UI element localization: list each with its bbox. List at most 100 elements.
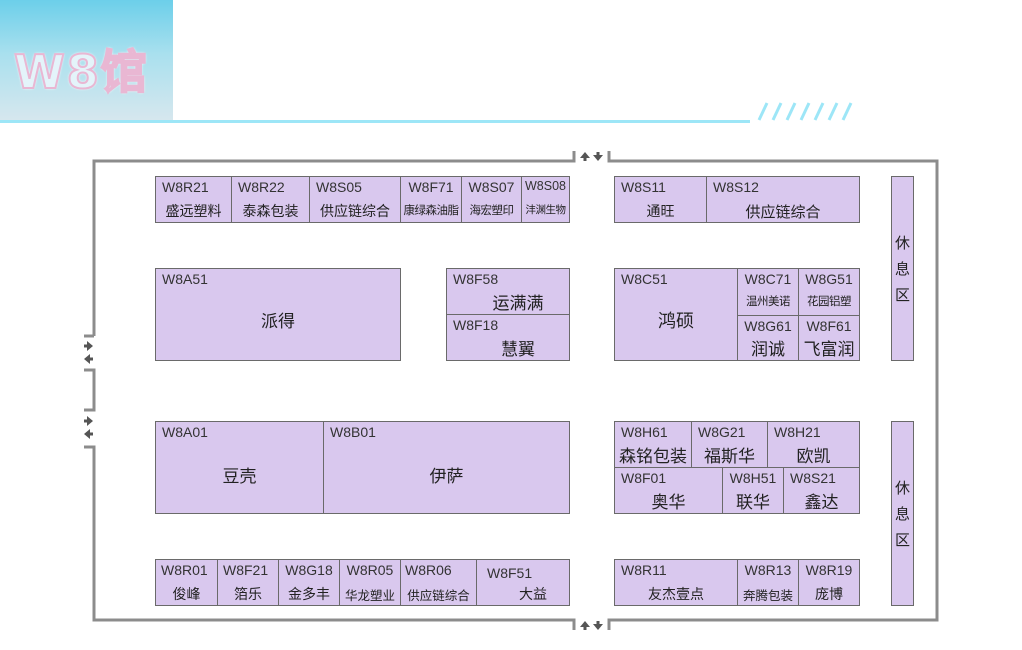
booth-w8r05[interactable]: W8R05 华龙塑业 bbox=[340, 560, 401, 605]
booth-name: 润诚 bbox=[751, 340, 785, 360]
header-banner: W8馆 bbox=[0, 0, 173, 120]
booth-name: 金多丰 bbox=[288, 587, 330, 603]
booth-w8f61[interactable]: W8F61 飞富润 bbox=[799, 316, 859, 360]
booth-w8f71[interactable]: W8F71 康绿森油脂 bbox=[401, 177, 462, 222]
booth-name: 鸿硕 bbox=[658, 311, 694, 332]
booth-w8c51[interactable]: W8C51 鸿硕 bbox=[615, 269, 738, 360]
booth-row-bottom-right: W8R11 友杰壹点 W8R13 奔腾包装 W8R19 庞博 bbox=[614, 559, 860, 606]
booth-w8f21[interactable]: W8F21 箔乐 bbox=[218, 560, 279, 605]
wall-left-middle bbox=[84, 368, 96, 412]
booth-w8s05[interactable]: W8S05 供应链综合 bbox=[310, 177, 401, 222]
wall-top-right bbox=[607, 151, 939, 630]
booth-code: W8G61 bbox=[744, 318, 792, 334]
booth-name: 华龙塑业 bbox=[344, 588, 395, 603]
booth-w8r11[interactable]: W8R11 友杰壹点 bbox=[615, 560, 738, 605]
booth-code: W8A01 bbox=[162, 424, 208, 440]
booth-code: W8B01 bbox=[330, 424, 376, 440]
booth-name: 慧翼 bbox=[501, 340, 535, 360]
booth-w8r13[interactable]: W8R13 奔腾包装 bbox=[738, 560, 799, 605]
booth-group-a01-b01: W8A01 豆壳 W8B01 伊萨 bbox=[155, 421, 570, 514]
booth-name: 奥华 bbox=[651, 493, 686, 513]
booth-w8c71[interactable]: W8C71 温州美诺 bbox=[738, 269, 799, 316]
booth-w8g51[interactable]: W8G51 花园铝塑 bbox=[799, 269, 859, 316]
booth-code: W8F51 bbox=[487, 565, 533, 581]
booth-code: W8G21 bbox=[698, 424, 746, 440]
booth-code: W8F01 bbox=[621, 470, 667, 486]
booth-name: 奔腾包装 bbox=[742, 588, 793, 603]
booth-name: 鑫达 bbox=[804, 493, 839, 513]
booth-code: W8R13 bbox=[744, 562, 792, 578]
booth-code: W8G18 bbox=[285, 562, 333, 578]
rest-area-char: 区 bbox=[894, 530, 910, 549]
booth-w8a51[interactable]: W8A51 派得 bbox=[155, 268, 401, 361]
booth-row-top-right: W8S11 通旺 W8S12 供应链综合 bbox=[614, 176, 860, 223]
booth-code: W8H61 bbox=[621, 424, 668, 440]
booth-w8s12[interactable]: W8S12 供应链综合 bbox=[707, 177, 859, 222]
booth-w8s21[interactable]: W8S21 鑫达 bbox=[784, 468, 859, 513]
booth-name: 友杰壹点 bbox=[648, 587, 704, 603]
stripe bbox=[827, 102, 839, 121]
booth-name: 花园铝塑 bbox=[807, 294, 852, 308]
booth-row-bottom-left: W8R01 俊峰 W8F21 箔乐 W8G18 金多丰 W8R05 华龙塑业 W… bbox=[155, 559, 570, 606]
booth-name: 箔乐 bbox=[234, 587, 262, 603]
booth-w8f18[interactable]: W8F18 慧翼 bbox=[447, 315, 569, 360]
booth-w8r19[interactable]: W8R19 庞博 bbox=[799, 560, 859, 605]
hall-title: W8馆 bbox=[13, 44, 149, 100]
booth-w8a01[interactable]: W8A01 豆壳 bbox=[156, 422, 324, 513]
booth-w8r21[interactable]: W8R21 盛远塑料 bbox=[156, 177, 232, 222]
booth-w8f51[interactable]: W8F51 大益 bbox=[477, 560, 569, 605]
booth-name: 庞博 bbox=[815, 587, 843, 603]
booth-w8f58[interactable]: W8F58 运满满 bbox=[447, 269, 569, 315]
entrance-left-lower-icon bbox=[84, 416, 93, 439]
wall-bottom-left bbox=[84, 445, 576, 630]
booth-code: W8F58 bbox=[453, 271, 499, 287]
rest-area-char: 休 bbox=[894, 478, 910, 497]
booth-name: 供应链综合 bbox=[745, 203, 821, 221]
booth-name: 伊萨 bbox=[429, 467, 464, 487]
booth-name: 联华 bbox=[736, 493, 770, 513]
booth-w8g18[interactable]: W8G18 金多丰 bbox=[279, 560, 340, 605]
booth-w8r06[interactable]: W8R06 供应链综合 bbox=[401, 560, 477, 605]
booth-w8g61[interactable]: W8G61 润诚 bbox=[738, 316, 799, 360]
rest-area-char: 息 bbox=[894, 259, 910, 278]
booth-name: 运满满 bbox=[492, 294, 544, 314]
booth-name: 通旺 bbox=[646, 204, 675, 220]
booth-code: W8F18 bbox=[453, 317, 499, 333]
booth-group-f58-f18: W8F58 运满满 W8F18 慧翼 bbox=[446, 268, 570, 361]
booth-w8s08[interactable]: W8S08 沣渊生物 bbox=[522, 177, 569, 222]
stripe bbox=[757, 102, 769, 121]
booth-name: 盛远塑料 bbox=[165, 204, 222, 220]
booth-code: W8H21 bbox=[774, 424, 821, 440]
booth-name: 康绿森油脂 bbox=[403, 203, 460, 217]
booth-name: 沣渊生物 bbox=[525, 204, 567, 216]
entrance-left-upper-icon bbox=[84, 341, 93, 364]
rest-area-upper: 休 息 区 bbox=[891, 176, 914, 361]
booth-code: W8R01 bbox=[161, 562, 208, 578]
booth-w8s07[interactable]: W8S07 海宏塑印 bbox=[462, 177, 522, 222]
stripe bbox=[785, 102, 797, 121]
booth-code: W8R05 bbox=[346, 562, 394, 578]
booth-name: 欧凯 bbox=[796, 447, 831, 467]
booth-w8r22[interactable]: W8R22 泰森包装 bbox=[232, 177, 310, 222]
booth-w8f01[interactable]: W8F01 奥华 bbox=[615, 468, 723, 513]
booth-w8r01[interactable]: W8R01 俊峰 bbox=[156, 560, 218, 605]
booth-w8h21[interactable]: W8H21 欧凯 bbox=[768, 422, 859, 468]
booth-w8h51[interactable]: W8H51 联华 bbox=[723, 468, 784, 513]
booth-code: W8A51 bbox=[162, 271, 208, 287]
booth-w8g21[interactable]: W8G21 福斯华 bbox=[692, 422, 768, 468]
booth-name: 供应链综合 bbox=[320, 204, 390, 220]
booth-w8s11[interactable]: W8S11 通旺 bbox=[615, 177, 707, 222]
booth-name: 俊峰 bbox=[172, 587, 201, 603]
booth-code: W8R06 bbox=[405, 562, 452, 578]
booth-code: W8C71 bbox=[744, 271, 792, 287]
booth-name: 派得 bbox=[261, 312, 295, 332]
booth-code: W8S21 bbox=[790, 470, 836, 486]
booth-code: W8R21 bbox=[162, 179, 209, 195]
wall-top-left bbox=[92, 151, 576, 336]
booth-w8b01[interactable]: W8B01 伊萨 bbox=[324, 422, 569, 513]
entrance-top-icon bbox=[580, 152, 603, 161]
stripe bbox=[799, 102, 811, 121]
booth-code: W8H51 bbox=[729, 470, 777, 486]
booth-w8h61[interactable]: W8H61 森铭包装 bbox=[615, 422, 692, 468]
